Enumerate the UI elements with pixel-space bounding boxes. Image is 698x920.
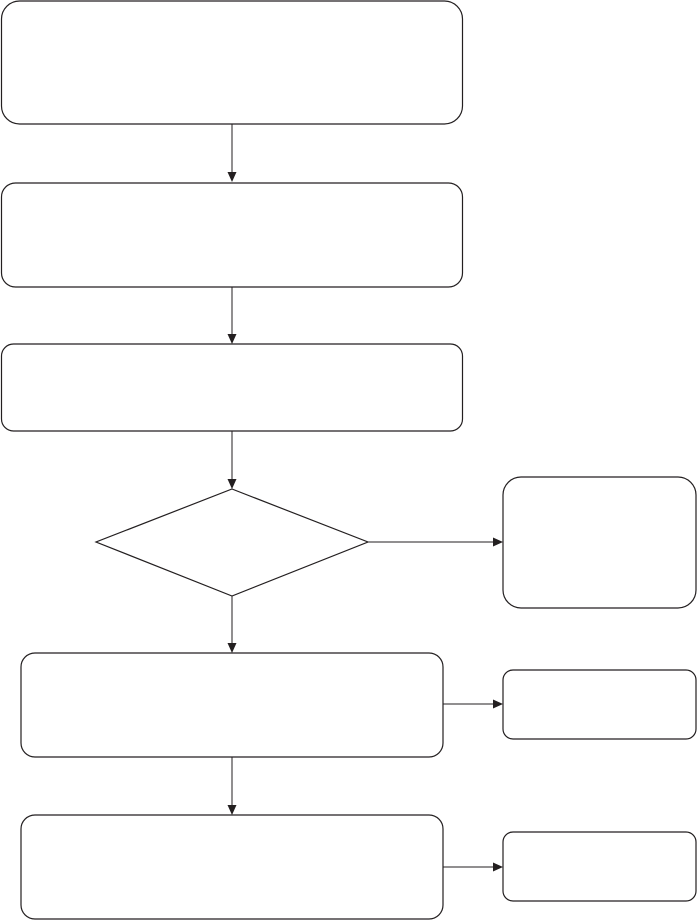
- arrowhead: [227, 172, 237, 182]
- arrowhead: [227, 805, 237, 815]
- connectors: [227, 124, 503, 872]
- edge-step-1-to-step-2: [227, 124, 237, 182]
- arrowhead: [227, 643, 237, 653]
- edge-step-4-to-step-4-side: [443, 699, 503, 709]
- arrowhead: [227, 334, 237, 344]
- edge-step-4-to-step-5: [227, 757, 237, 815]
- edge-decision-to-decision-branch: [368, 537, 503, 547]
- arrowhead: [493, 537, 503, 547]
- edge-step-2-to-step-3: [227, 287, 237, 344]
- arrowhead: [227, 479, 237, 489]
- edge-decision-to-step-4: [227, 596, 237, 653]
- node-step-4: [20, 652, 444, 758]
- edge-step-5-to-step-5-side: [443, 862, 503, 872]
- node-step-2: [0, 182, 464, 288]
- node-step-4-side: [502, 669, 697, 740]
- node-step-5-side: [502, 831, 697, 902]
- node-step-5: [20, 814, 444, 920]
- arrowhead: [493, 699, 503, 709]
- edge-step-3-to-decision: [227, 431, 237, 489]
- node-decision-branch: [502, 476, 697, 609]
- arrowhead: [493, 862, 503, 872]
- node-step-1: [0, 0, 464, 125]
- node-step-3: [0, 343, 464, 432]
- node-decision: [94, 488, 370, 597]
